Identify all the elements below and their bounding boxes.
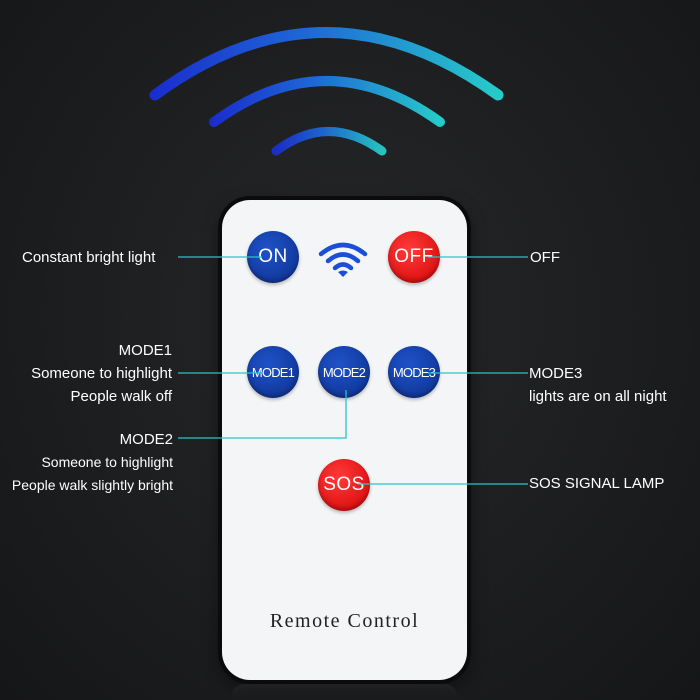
signal-waves-icon	[149, 27, 504, 156]
signal-wave-outer	[149, 27, 504, 101]
label-mode2: MODE2 Someone to highlight People walk s…	[12, 428, 173, 497]
label-mode2-title: MODE2	[119, 431, 173, 448]
mode3-button-label: MODE3	[392, 364, 436, 380]
wifi-signal-icon	[318, 242, 368, 277]
remote-reflection	[232, 684, 457, 700]
off-button[interactable]: OFF	[388, 231, 440, 283]
label-off-description: OFF	[530, 249, 560, 266]
signal-wave-middle	[209, 76, 445, 127]
signal-wave-inner	[271, 127, 387, 156]
off-button-label: OFF	[394, 246, 434, 267]
label-mode1-line1: Someone to highlight	[31, 365, 172, 382]
mode2-button-label: MODE2	[322, 364, 366, 380]
on-button[interactable]: ON	[247, 231, 299, 283]
mode3-button[interactable]: MODE3	[388, 346, 440, 398]
label-mode3-line1: lights are on all night	[529, 388, 667, 405]
remote-title: Remote Control	[269, 610, 420, 632]
label-mode2-line2: People walk slightly bright	[11, 477, 173, 493]
label-mode1: MODE1 Someone to highlight People walk o…	[31, 339, 172, 408]
mode1-button-label: MODE1	[251, 364, 295, 380]
mode2-button[interactable]: MODE2	[318, 346, 370, 398]
label-mode3-title: MODE3	[529, 365, 583, 382]
label-mode1-title: MODE1	[118, 342, 172, 359]
label-mode3: MODE3 lights are on all night	[529, 362, 667, 408]
sos-button[interactable]: SOS	[318, 459, 370, 511]
on-button-label: ON	[258, 246, 288, 267]
label-sos-description: SOS SIGNAL LAMP	[529, 475, 665, 492]
mode1-button[interactable]: MODE1	[247, 346, 299, 398]
sos-button-label: SOS	[323, 474, 365, 495]
label-mode2-line1: Someone to highlight	[41, 454, 173, 470]
label-on-description: Constant bright light	[22, 249, 156, 266]
label-mode1-line2: People walk off	[70, 388, 172, 405]
